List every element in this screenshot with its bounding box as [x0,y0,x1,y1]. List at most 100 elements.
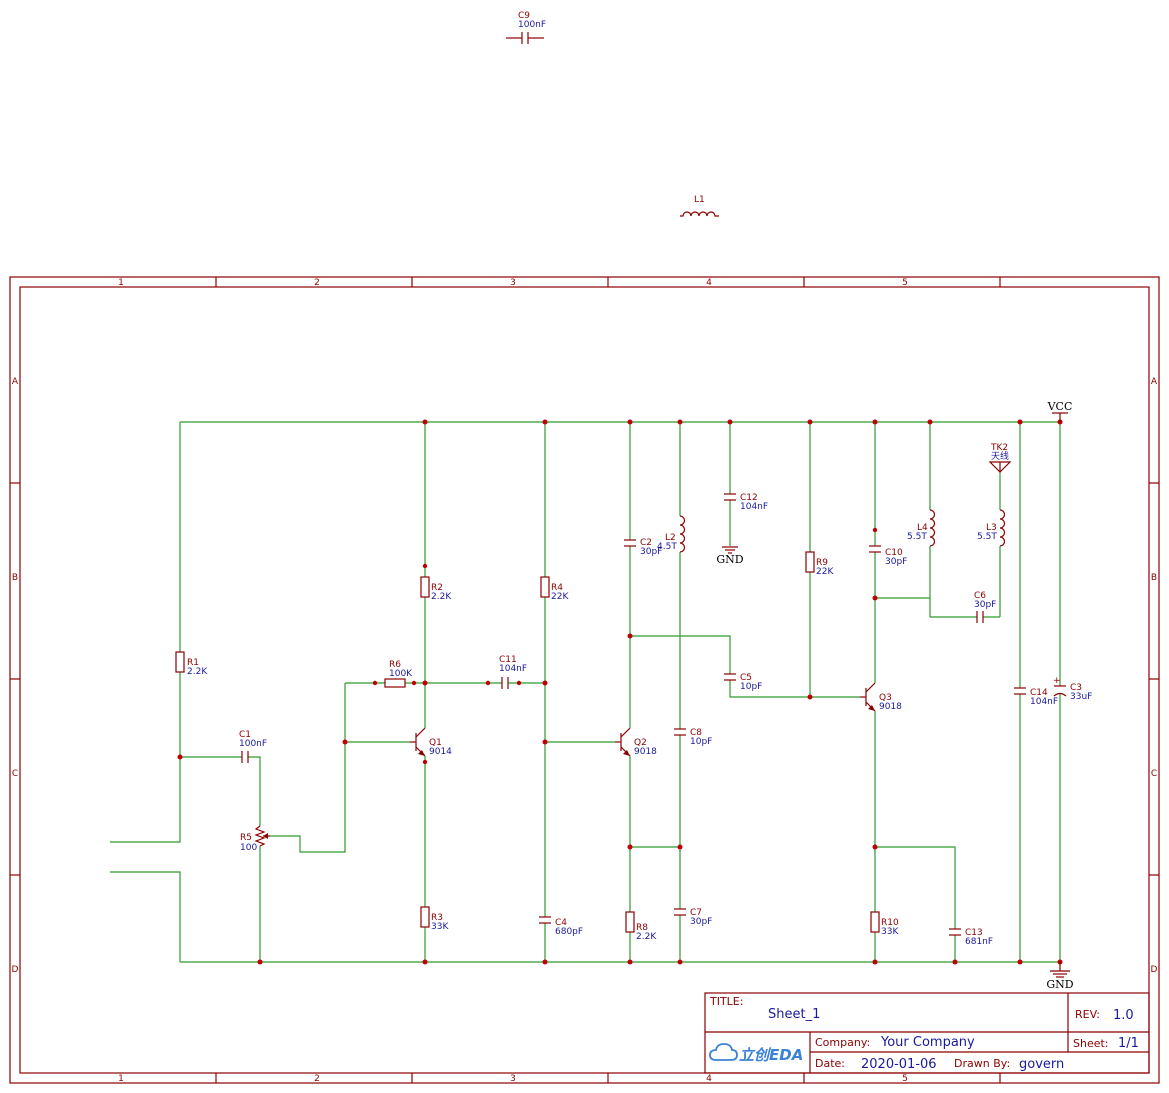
company-label: Company: [815,1036,870,1049]
resistor-r3[interactable]: R3 33K [420,906,449,932]
c1-ref: C1 [239,730,251,740]
c2-value: 30pF [640,547,662,557]
vcc-symbol: VCC [1047,400,1073,422]
date-value: 2020-01-06 [861,1057,937,1072]
sheet-title: Sheet_1 [768,1007,820,1022]
r9-ref: R9 [816,558,828,568]
lceda-logo: 立创EDA [709,1043,803,1064]
l4-ref: L4 [917,523,928,533]
zone-col-2-top: 2 [314,278,320,288]
rev-value: 1.0 [1113,1008,1134,1023]
r10-value: 33K [881,927,899,937]
r8-ref: R8 [636,923,648,933]
r10-ref: R10 [881,918,899,928]
q2-value: 9018 [634,747,657,757]
resistor-r2[interactable]: R2 2.2K [420,576,452,602]
r3-ref: R3 [431,913,443,923]
title-block: TITLE: Sheet_1 REV: 1.0 Company: Your Co… [704,992,1150,1074]
q2-ref: Q2 [634,738,647,748]
resistor-r8[interactable]: R8 2.2K [625,911,657,942]
r4-ref: R4 [551,583,563,593]
zone-col-1-top: 1 [118,278,124,288]
r3-value: 33K [431,922,449,932]
zone-labels: 1 2 3 4 5 1 2 3 4 5 A B C D A B C D [12,278,1158,1084]
c3-ref: C3 [1070,683,1082,693]
c11-value: 104nF [499,664,527,674]
capacitor-c6[interactable]: C6 30pF [974,591,996,623]
c8-ref: C8 [690,728,702,738]
capacitor-c2[interactable]: C2 30pF [624,538,662,557]
zone-col-3-bottom: 3 [510,1074,516,1084]
zone-row-d-left: D [12,965,19,975]
resistor-r6[interactable]: R6 100K [384,660,413,688]
capacitor-c14[interactable]: C14 104nF [1014,687,1058,707]
capacitor-c11[interactable]: C11 104nF [499,655,527,689]
r5-value: 100 [240,843,257,853]
zone-col-5-top: 5 [902,278,908,288]
inductor-l3[interactable]: L3 5.5T [977,509,1006,547]
c9-ref: C9 [518,11,530,21]
c6-ref: C6 [974,591,986,601]
capacitor-c4[interactable]: C4 680pF [539,916,583,937]
resistor-r4[interactable]: R4 22K [540,576,569,602]
zone-row-a-left: A [12,377,19,387]
tk2-value: 天线 [991,450,1009,462]
inductor-l2[interactable]: L2 4.5T [657,515,686,553]
c1-value: 100nF [239,739,267,749]
l2-ref: L2 [665,533,676,543]
c11-ref: C11 [499,655,517,665]
c4-ref: C4 [555,918,567,928]
c5-value: 10pF [740,682,762,692]
c2-ref: C2 [640,538,652,548]
r1-value: 2.2K [187,667,208,677]
c4-value: 680pF [555,927,583,937]
drawn-by-value: govern [1019,1057,1064,1072]
potentiometer-r5[interactable]: R5 100 [240,825,270,853]
zone-row-b-right: B [1151,573,1157,583]
zone-col-1-bottom: 1 [118,1074,124,1084]
antenna-tk2[interactable]: TK2 天线 [988,443,1012,473]
gnd-symbol-c12: GND [716,546,744,566]
gnd-label-main: GND [1046,978,1073,991]
capacitor-c12[interactable]: C12 104nF [724,493,768,512]
r2-ref: R2 [431,583,443,593]
zone-row-c-left: C [12,769,18,779]
inductor-l4[interactable]: L4 5.5T [907,509,936,547]
transistor-q3[interactable]: Q3 9018 [860,682,902,712]
resistor-r1[interactable]: R1 2.2K [175,651,208,677]
capacitor-c10[interactable]: C10 30pF [869,545,907,567]
capacitor-c5[interactable]: C5 10pF [724,673,762,692]
transistor-q2[interactable]: Q2 9018 [615,727,657,757]
capacitor-c1[interactable]: C1 100nF [239,730,267,763]
c13-value: 681nF [965,937,993,947]
vcc-label: VCC [1047,400,1073,413]
r5-ref: R5 [240,833,252,843]
zone-col-3-top: 3 [510,278,516,288]
zone-row-c-right: C [1151,769,1157,779]
capacitor-c9[interactable]: C9 100nF [506,11,546,44]
r8-value: 2.2K [636,932,657,942]
c13-ref: C13 [965,928,983,938]
c14-value: 104nF [1030,697,1058,707]
capacitor-c7[interactable]: C7 30pF [674,908,712,927]
q1-ref: Q1 [429,738,442,748]
transistor-q1[interactable]: Q1 9014 [410,727,452,757]
sheet-label: Sheet: [1073,1037,1109,1050]
title-label: TITLE: [709,995,743,1008]
q3-value: 9018 [879,702,902,712]
electrolytic-capacitor-c3[interactable]: + C3 33uF [1053,676,1092,702]
r2-value: 2.2K [431,592,452,602]
capacitor-c8[interactable]: C8 10pF [674,728,712,747]
c3-value: 33uF [1070,692,1092,702]
zone-row-a-right: A [1151,377,1158,387]
resistor-r10[interactable]: R10 33K [870,911,899,937]
c5-ref: C5 [740,673,752,683]
resistor-r9[interactable]: R9 22K [805,551,834,577]
c10-ref: C10 [885,548,903,558]
capacitor-c13[interactable]: C13 681nF [949,928,993,947]
company-value: Your Company [880,1035,975,1050]
r6-value: 100K [389,669,413,679]
inductor-l1[interactable]: L1 [680,195,719,217]
c12-ref: C12 [740,493,758,503]
l4-value: 5.5T [907,532,927,542]
